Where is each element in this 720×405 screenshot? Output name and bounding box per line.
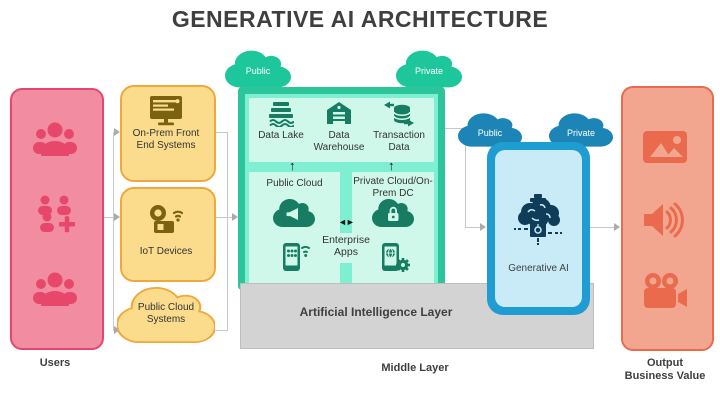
connector-line: [212, 217, 227, 218]
connector-line: [465, 128, 466, 227]
genai-public-cloud-label: Public: [477, 127, 503, 138]
genai-label: Generative AI: [508, 263, 569, 274]
ai-layer-label: Artificial Intelligence Layer: [299, 305, 453, 319]
public-cloud-systems-label: Public Cloud Systems: [137, 302, 195, 325]
connector-line: [100, 217, 113, 218]
genai-private-cloud: Private: [549, 111, 613, 149]
middle-private-cloud-label: Private: [414, 66, 443, 77]
transaction-data-label: Transaction Data: [373, 130, 425, 153]
genai-public-cloud: Public: [458, 111, 522, 149]
data-lake-label: Data Lake: [258, 130, 304, 141]
page-title: GENERATIVE AI ARCHITECTURE: [171, 6, 549, 32]
monitor-icon: [150, 96, 182, 126]
data-warehouse-label: Data Warehouse: [313, 130, 365, 153]
ai-brain-icon: [514, 194, 562, 245]
connector-line: [590, 227, 615, 228]
middle-public-cloud-label: Public: [245, 66, 271, 77]
enterprise-apps-patch: [311, 233, 381, 263]
image-icon: [643, 131, 687, 163]
middle-public-cloud: Public: [225, 48, 291, 90]
arrowhead-icon: [114, 213, 120, 221]
public-cloud-systems-shape: [117, 287, 215, 343]
enterprise-apps-label: Enterprise Apps: [322, 234, 370, 258]
connector-line: [227, 132, 228, 331]
connector-line: [465, 227, 481, 228]
users-label: Users: [39, 357, 71, 369]
transaction-data-icon: [384, 101, 414, 127]
genai-private-cloud-label: Private: [566, 127, 595, 138]
iot-devices-label: IoT Devices: [139, 246, 193, 257]
data-lake-icon: [269, 102, 294, 127]
up-arrow-icon: ↑: [388, 158, 395, 173]
connector-line: [227, 217, 233, 218]
cloud-megaphone-icon: [273, 199, 315, 227]
iot-devices-box: [120, 187, 216, 282]
data-warehouse-icon: [327, 102, 351, 124]
user-group-icon: [33, 122, 77, 156]
private-cloud-title: Private Cloud/On-Prem DC: [353, 176, 433, 199]
phone-gear-icon: [382, 243, 410, 272]
user-group-add-icon: [38, 195, 75, 233]
onprem-frontend-label: On-Prem Front End Systems: [132, 128, 200, 151]
video-camera-icon: [644, 273, 687, 308]
middle-private-cloud: Private: [396, 48, 462, 90]
connector-line: [445, 128, 465, 129]
up-arrow-icon: ↑: [289, 158, 296, 173]
phone-apps-icon: [283, 243, 310, 271]
audio-speaker-icon: [644, 202, 684, 238]
arrowhead-icon: [480, 223, 486, 231]
user-group-icon: [33, 272, 77, 306]
left-right-arrow-icon: ◄►: [338, 217, 355, 227]
connector-line: [113, 132, 114, 331]
cloud-lock-icon: [372, 199, 414, 227]
iot-device-icon: [150, 205, 183, 233]
connector-line: [212, 132, 227, 133]
middle-layer-label: Middle Layer: [381, 362, 449, 374]
arrowhead-icon: [114, 128, 120, 136]
public-cloud-title: Public Cloud: [266, 178, 323, 189]
connector-line: [212, 330, 227, 331]
arrowhead-icon: [232, 213, 238, 221]
arrowhead-icon: [614, 223, 620, 231]
output-label: Output Business Value: [624, 357, 706, 382]
